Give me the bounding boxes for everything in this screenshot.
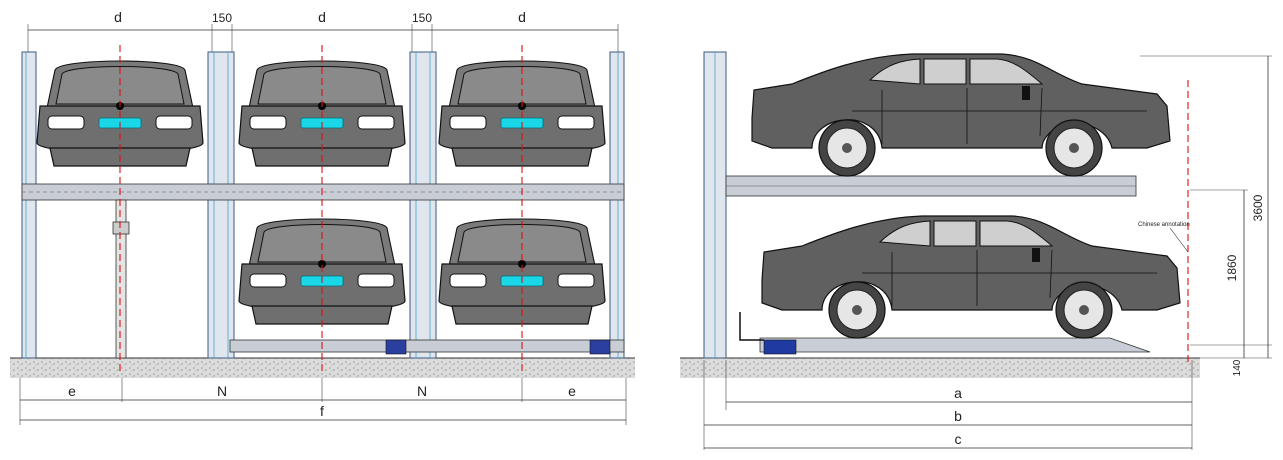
front-post-1	[21, 51, 37, 359]
annotation-text: Chinese annotation	[1138, 222, 1190, 228]
dim-f: f	[320, 403, 324, 419]
dim-height-upper: 1860	[1225, 254, 1239, 281]
dim-height-pit: 140	[1232, 359, 1243, 376]
dim-e-right: e	[568, 383, 576, 399]
side-car-upper	[751, 53, 1171, 177]
dim-gap-1: 150	[212, 11, 232, 25]
dim-a: a	[954, 385, 962, 401]
support-column	[115, 199, 127, 359]
dim-n-2: N	[417, 383, 427, 399]
dim-gap-2: 150	[412, 11, 432, 25]
side-view: Chinese annotation 3600 1860 140 a b c	[680, 51, 1272, 450]
side-car-lower	[761, 215, 1181, 339]
dim-b: b	[954, 408, 962, 424]
dim-c: c	[955, 431, 962, 447]
motor-2	[589, 339, 611, 355]
front-view: d 150 d 150 d	[10, 9, 635, 425]
dim-n-1: N	[217, 383, 227, 399]
dim-d-2: d	[318, 9, 326, 25]
motor-1	[385, 339, 407, 355]
hydraulic-unit	[763, 339, 797, 355]
side-ground	[680, 358, 1200, 378]
lower-platform	[229, 339, 625, 353]
dim-d-1: d	[114, 9, 122, 25]
front-post-3	[409, 51, 437, 359]
front-post-4	[609, 51, 625, 359]
dim-e-left: e	[68, 383, 76, 399]
dim-height-total: 3600	[1251, 194, 1265, 221]
side-lower-platform	[759, 337, 1151, 353]
dim-d-3: d	[518, 9, 526, 25]
front-post-2	[207, 51, 235, 359]
